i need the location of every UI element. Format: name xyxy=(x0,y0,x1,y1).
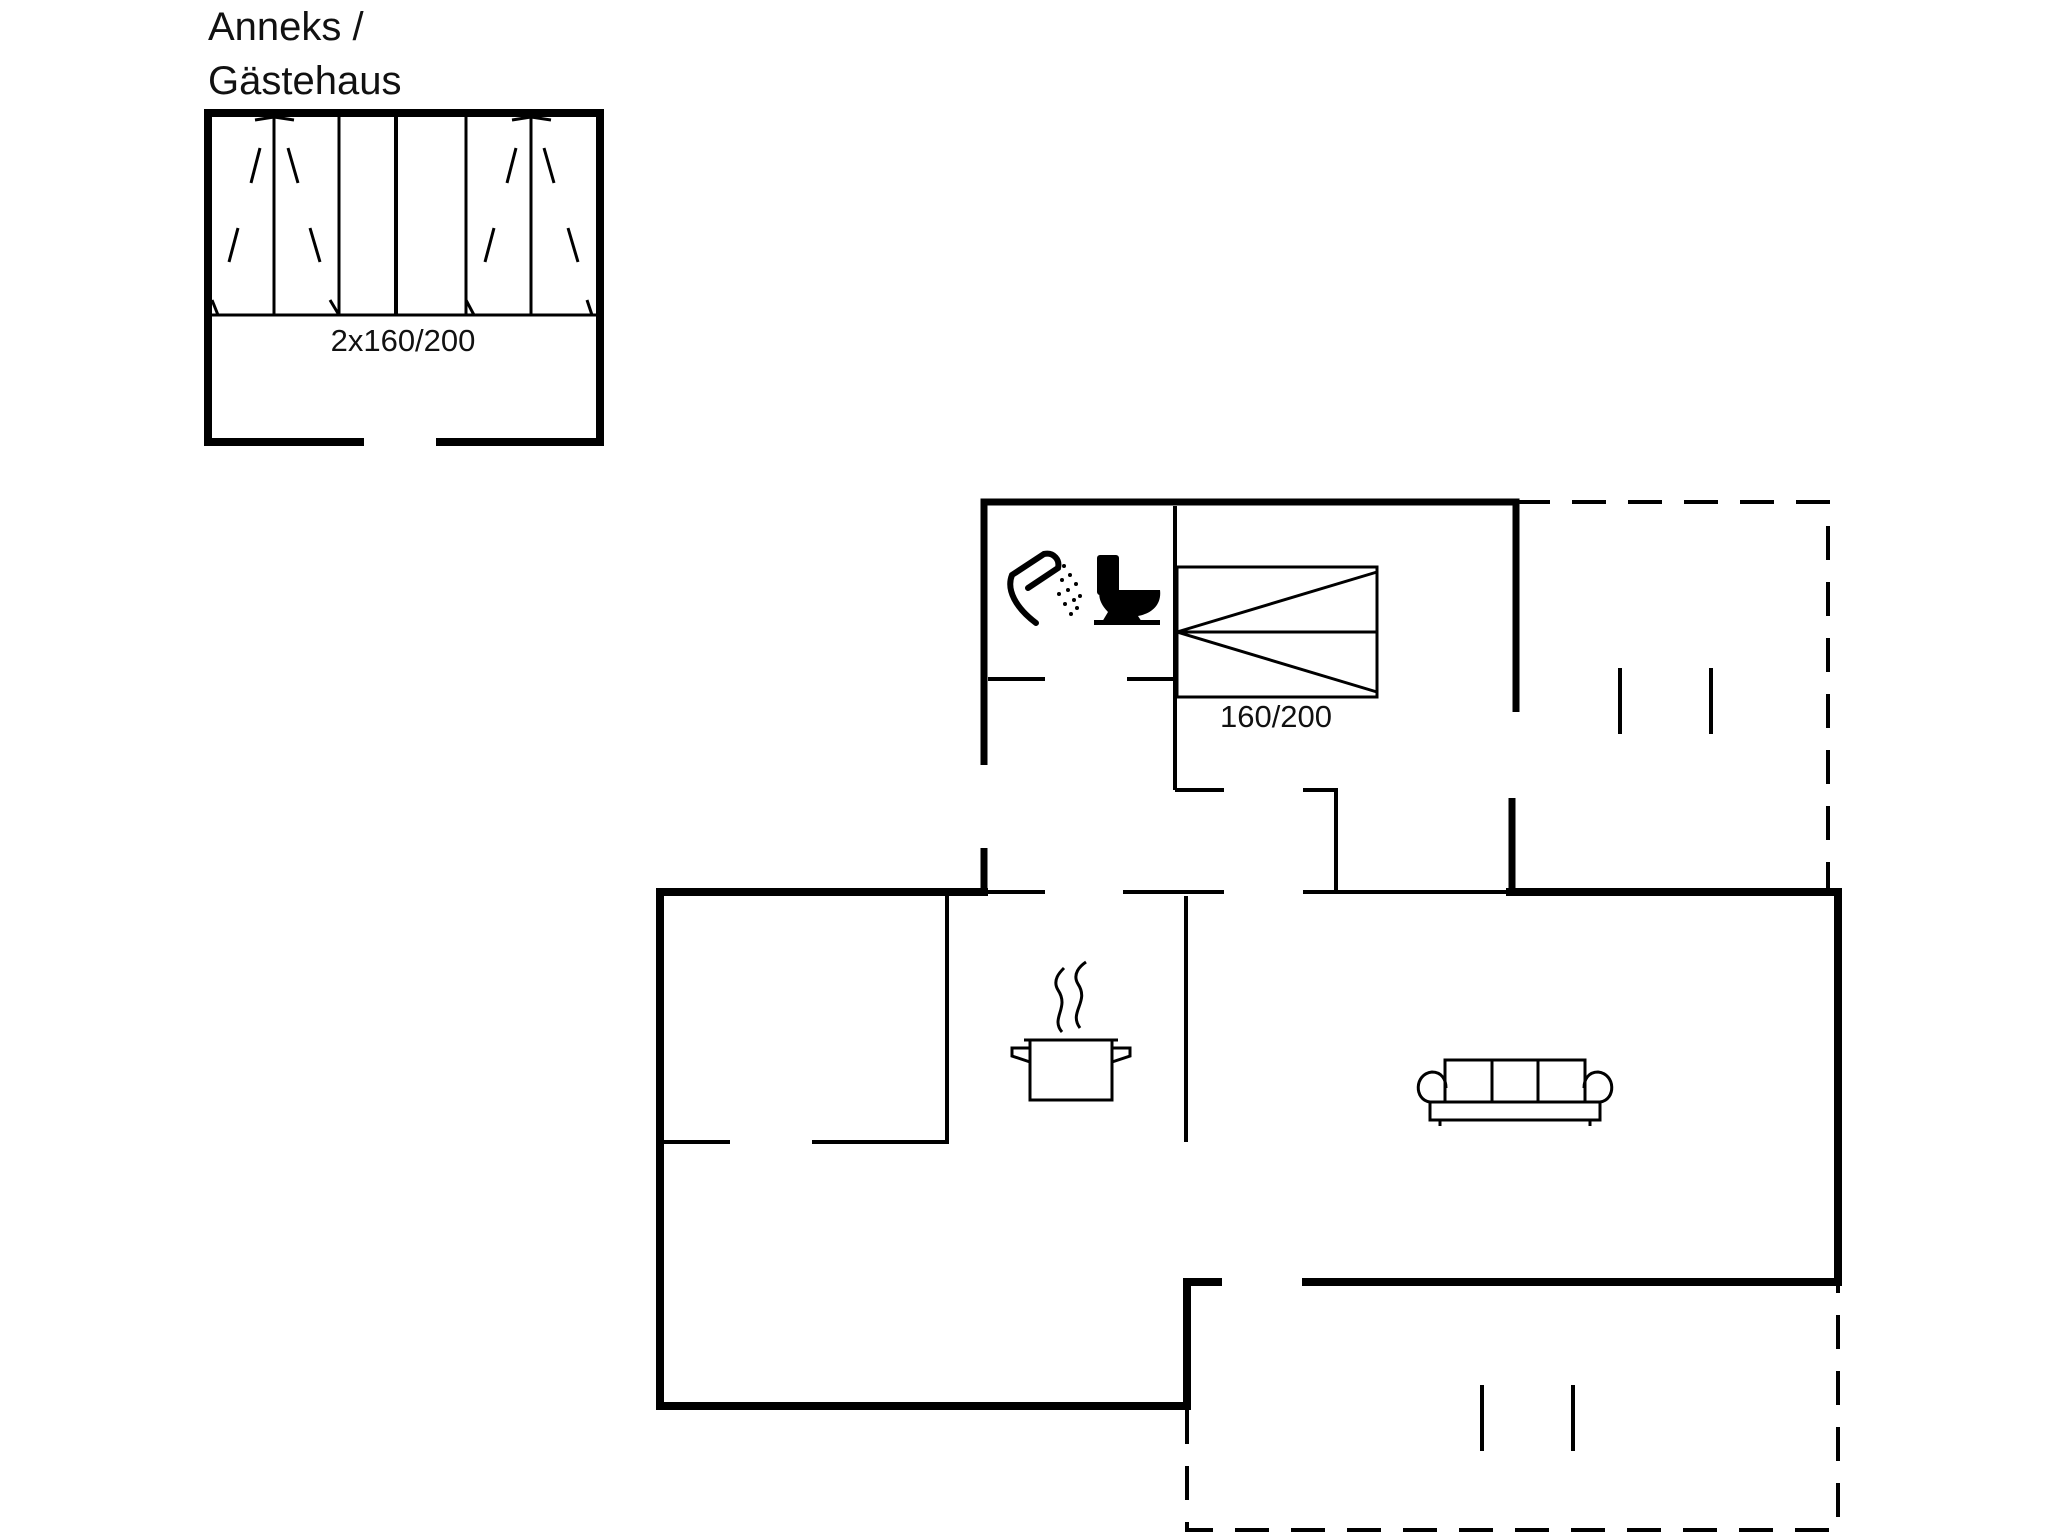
terrace-marks xyxy=(1480,668,1713,1451)
main-block-walls-right xyxy=(1302,888,1842,1286)
main-block-walls xyxy=(656,888,1222,1410)
annex-building: 2x160/200 xyxy=(204,109,604,446)
bed-icon xyxy=(210,115,341,316)
annex-bed-label: 2x160/200 xyxy=(331,323,476,358)
main-house: 160/200 xyxy=(656,498,1842,1532)
bed-icon xyxy=(464,115,594,316)
lower-terrace-outline xyxy=(1185,1286,1840,1532)
upper-block-walls xyxy=(980,498,1520,765)
cooking-pot-icon xyxy=(1010,960,1132,1102)
bed-icon xyxy=(1175,565,1379,699)
sofa-icon xyxy=(1416,1058,1614,1126)
annex-title: Anneks / Gästehaus xyxy=(208,0,401,108)
shower-icon xyxy=(1007,550,1082,626)
upper-terrace-outline xyxy=(1516,500,1830,888)
toilet-icon xyxy=(1094,555,1161,625)
annex-title-line1: Anneks / xyxy=(208,5,364,49)
annex-title-line2: Gästehaus xyxy=(208,59,402,103)
closet-wall xyxy=(1303,788,1338,892)
annex-outer-walls xyxy=(204,109,604,446)
main-bed-label: 160/200 xyxy=(1220,699,1332,734)
